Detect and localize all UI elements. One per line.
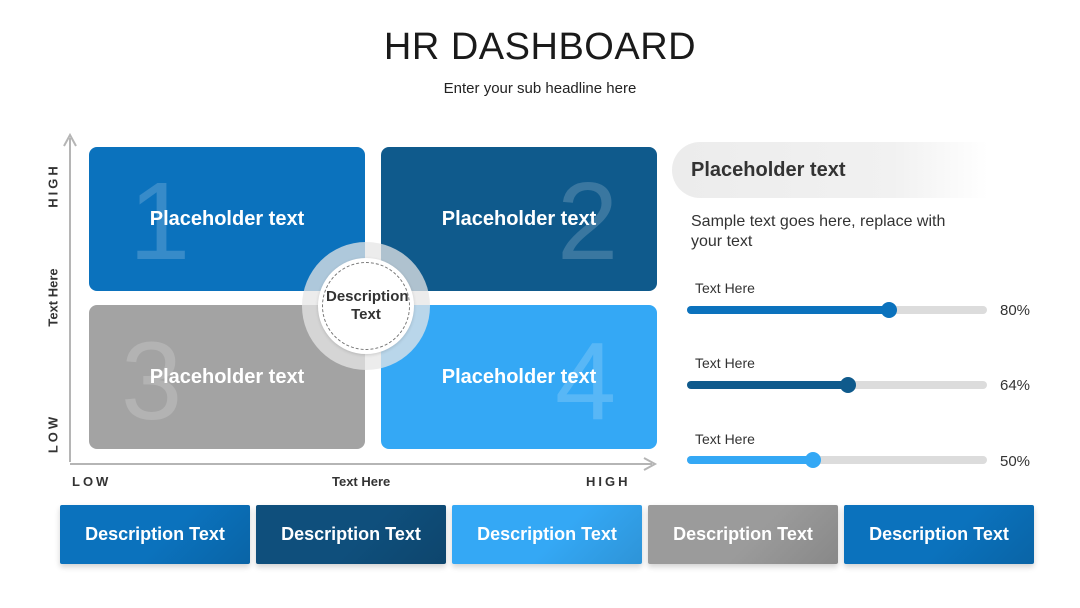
description-button-3[interactable]: Description Text [452,505,642,564]
description-button-1[interactable]: Description Text [60,505,250,564]
bar-2-label: Text Here [695,355,755,371]
bar-1-knob[interactable] [880,302,897,318]
quadrant-4-number: 4 [555,320,617,443]
bar-3-track [687,452,987,468]
quadrant-4-text: Placeholder text [441,365,597,388]
y-axis-high-label: HIGH [45,163,61,208]
bar-3-percent: 50% [1000,453,1031,470]
quadrant-2-number: 2 [557,160,619,283]
quadrant-3-text: Placeholder text [149,365,305,388]
bar-3-knob[interactable] [805,452,821,468]
x-axis-high-label: HIGH [586,474,631,489]
bar-1-label: Text Here [695,280,755,296]
bar-1-percent: 80% [1000,302,1031,319]
quadrant-3-number: 3 [121,320,183,443]
quadrant-1-text: Placeholder text [149,207,305,230]
quadrant-1-number: 1 [129,160,191,283]
quadrant-4[interactable]: 4 Placeholder text [381,305,657,449]
bar-2-fill [687,381,849,389]
quadrant-1[interactable]: 1 Placeholder text [89,147,365,291]
quadrant-2-text: Placeholder text [441,207,597,230]
center-dashed-ring [322,262,410,350]
y-axis-low-label: LOW [45,413,61,454]
description-button-2[interactable]: Description Text [256,505,446,564]
bar-1-track [687,302,987,318]
y-axis-mid-label: Text Here [45,268,61,327]
bar-2-percent: 64% [1000,377,1031,394]
panel-heading: Placeholder text [672,142,988,198]
bar-2-knob[interactable] [840,377,857,393]
bar-3-fill [687,456,813,464]
description-button-5[interactable]: Description Text [844,505,1034,564]
panel-description: Sample text goes here, replace with your… [691,213,946,250]
bar-3-label: Text Here [695,431,755,447]
quadrant-2[interactable]: 2 Placeholder text [381,147,657,291]
page-subtitle: Enter your sub headline here [443,80,637,97]
center-description: Description Text [326,288,409,323]
bar-2-track [687,377,987,393]
page-title: HR DASHBOARD [383,26,697,68]
bar-1-fill [687,306,889,314]
description-button-4[interactable]: Description Text [648,505,838,564]
x-axis-mid-label: Text Here [332,474,391,489]
x-axis-low-label: LOW [72,474,112,489]
